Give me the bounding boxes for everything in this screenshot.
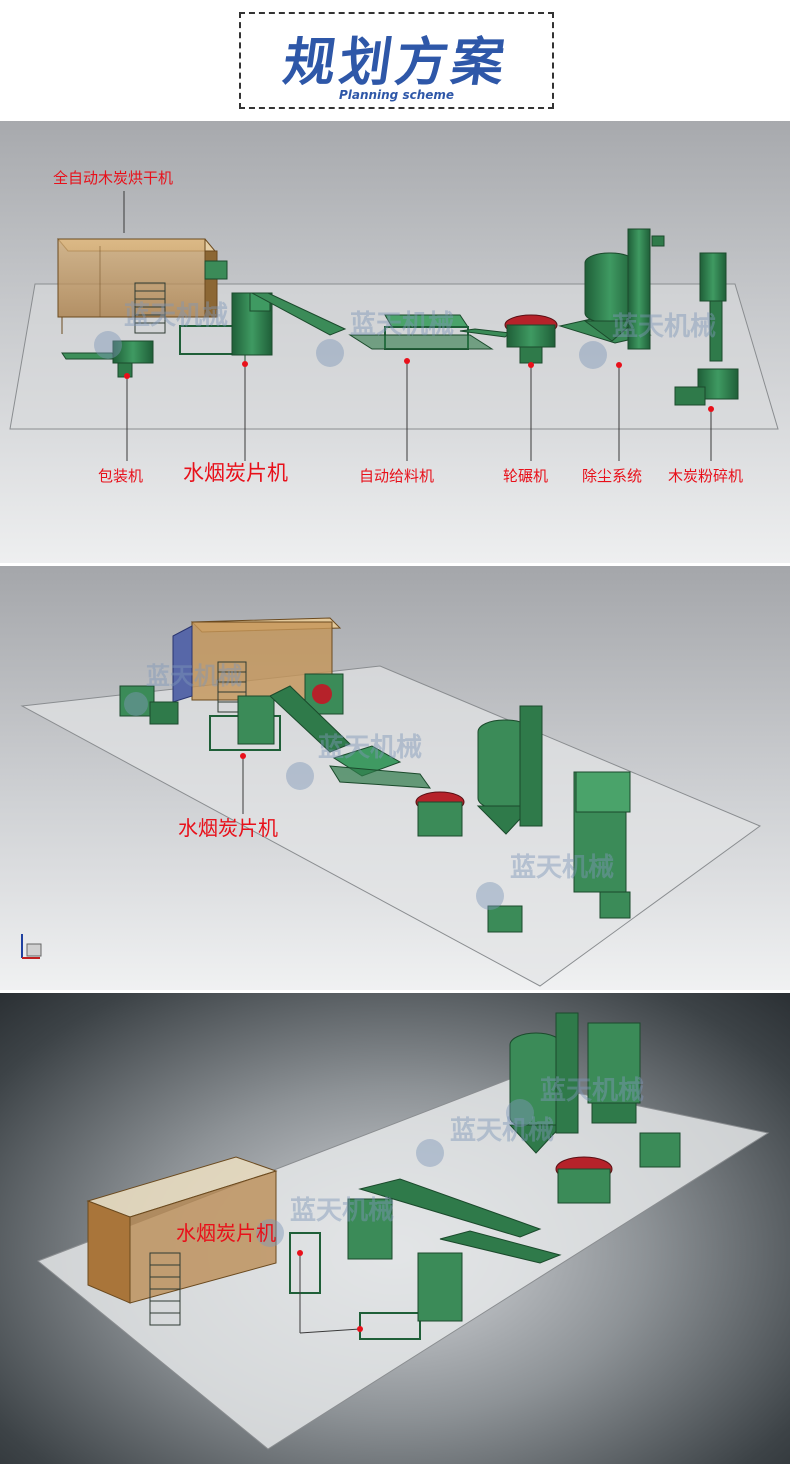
watermark-text: 蓝天机械 — [124, 301, 228, 331]
svg-text:蓝天机械: 蓝天机械 — [510, 853, 614, 883]
layout-panel-top: 蓝天机械 蓝天机械 蓝天机械 全自动木炭烘干机 包装机 水烟炭片机 自动给料机 … — [0, 121, 790, 563]
title-box: 规划方案 Planning scheme — [239, 12, 554, 109]
watermark-group: 蓝天机械 蓝天机械 蓝天机械 — [94, 301, 716, 369]
crusher-machine — [487, 891, 631, 933]
header: 规划方案 Planning scheme — [0, 0, 790, 118]
svg-text:蓝天机械: 蓝天机械 — [350, 310, 454, 340]
label-dryer: 全自动木炭烘干机 — [53, 169, 174, 187]
label-dust: 除尘系统 — [582, 467, 643, 485]
hookah-press-machine — [209, 685, 351, 753]
leader-dot — [240, 753, 246, 759]
dryer-machine — [86, 1156, 278, 1326]
auto-feeder-machine — [329, 745, 432, 789]
svg-text:蓝天机械: 蓝天机械 — [612, 312, 716, 342]
hookah-press-line-1 — [289, 1178, 542, 1294]
svg-text:蓝天机械: 蓝天机械 — [318, 733, 422, 763]
layout-panel-bottom: 蓝天机械 蓝天机械 蓝天机械 水烟炭片机 — [0, 993, 790, 1464]
svg-text:蓝天机械: 蓝天机械 — [146, 662, 242, 690]
layout-panel-middle: 蓝天机械 蓝天机械 蓝天机械 水烟炭片机 — [0, 566, 790, 990]
auto-feeder-machine — [348, 314, 512, 350]
crusher-machine — [639, 1132, 681, 1168]
leader-lines — [299, 1253, 361, 1334]
label-hookah-press: 水烟炭片机 — [178, 816, 278, 840]
crusher-machine — [674, 252, 739, 406]
roller-mill-machine — [415, 791, 465, 837]
dryer-machine — [172, 617, 344, 715]
roller-mill-machine — [555, 1156, 613, 1204]
roller-mill-machine — [504, 314, 558, 364]
label-roller: 轮碾机 — [503, 467, 549, 485]
label-crusher: 木炭粉碎机 — [668, 467, 744, 485]
production-line-side-view: 蓝天机械 蓝天机械 蓝天机械 — [20, 617, 762, 987]
label-packing: 包装机 — [98, 467, 144, 485]
page-title: 规划方案 — [279, 33, 512, 93]
packing-machine — [119, 685, 179, 725]
hookah-press-line-2 — [359, 1230, 562, 1340]
dryer-machine — [56, 238, 228, 334]
dust-system-machine — [508, 1012, 641, 1154]
label-hookah-press: 水烟炭片机 — [183, 461, 288, 485]
leader-dots — [124, 358, 714, 412]
label-feeder: 自动给料机 — [359, 467, 435, 485]
svg-text:蓝天机械: 蓝天机械 — [540, 1076, 644, 1106]
leader-dot — [357, 1326, 363, 1332]
watermark-group: 蓝天机械 蓝天机械 蓝天机械 — [124, 662, 614, 910]
dust-system-machine — [476, 705, 631, 893]
hookah-press-machine — [179, 292, 347, 365]
svg-text:蓝天机械: 蓝天机械 — [290, 1196, 394, 1226]
production-line-perspective-view: 蓝天机械 蓝天机械 蓝天机械 — [37, 1012, 770, 1450]
production-line-top-view: 蓝天机械 蓝天机械 蓝天机械 — [9, 191, 779, 461]
leader-lines — [123, 191, 712, 461]
packing-machine — [61, 340, 154, 378]
page-subtitle: Planning scheme — [338, 88, 455, 102]
svg-text:蓝天机械: 蓝天机械 — [450, 1116, 554, 1146]
watermark-group: 蓝天机械 蓝天机械 蓝天机械 — [256, 1076, 644, 1247]
label-hookah-press: 水烟炭片机 — [176, 1221, 276, 1245]
leader-dot — [297, 1250, 303, 1256]
axis-gizmo-icon — [21, 934, 42, 959]
dust-system-machine — [558, 228, 665, 350]
